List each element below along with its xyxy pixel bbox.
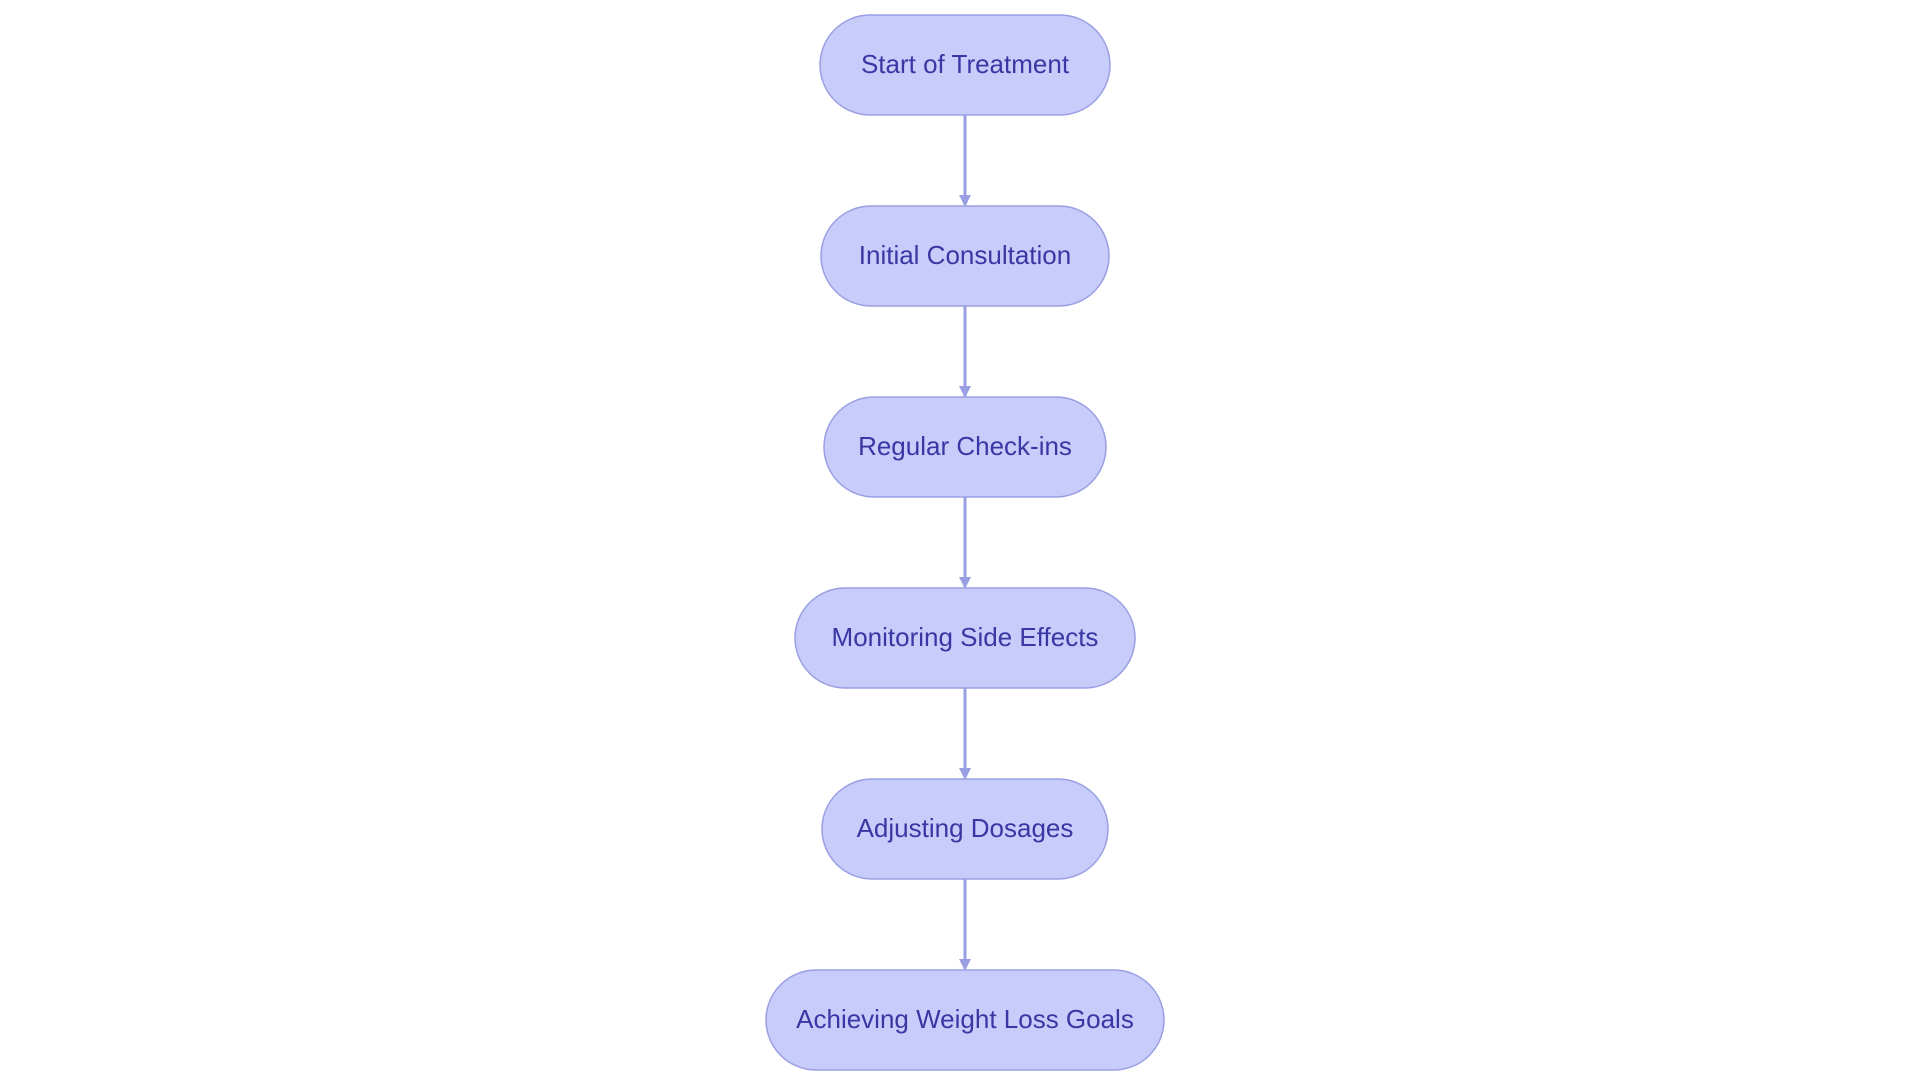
node-shape: [765, 969, 1165, 1071]
node-label: Regular Check-ins: [858, 431, 1072, 461]
node-shape: [819, 14, 1111, 116]
node-label: Achieving Weight Loss Goals: [796, 1004, 1134, 1034]
node-shape: [821, 778, 1109, 880]
node-label: Monitoring Side Effects: [832, 622, 1099, 652]
node-achieving-weight-loss-goals: Achieving Weight Loss Goals: [765, 969, 1165, 1071]
node-start-of-treatment: Start of Treatment: [819, 14, 1111, 116]
node-label: Initial Consultation: [859, 240, 1071, 270]
nodes-layer: Start of Treatment Initial Consultation …: [765, 14, 1165, 1071]
node-initial-consultation: Initial Consultation: [820, 205, 1110, 307]
node-shape: [794, 587, 1136, 689]
node-regular-check-ins: Regular Check-ins: [823, 396, 1107, 498]
node-shape: [820, 205, 1110, 307]
node-label: Adjusting Dosages: [857, 813, 1074, 843]
node-shape: [823, 396, 1107, 498]
node-label: Start of Treatment: [861, 49, 1070, 79]
node-monitoring-side-effects: Monitoring Side Effects: [794, 587, 1136, 689]
node-adjusting-dosages: Adjusting Dosages: [821, 778, 1109, 880]
